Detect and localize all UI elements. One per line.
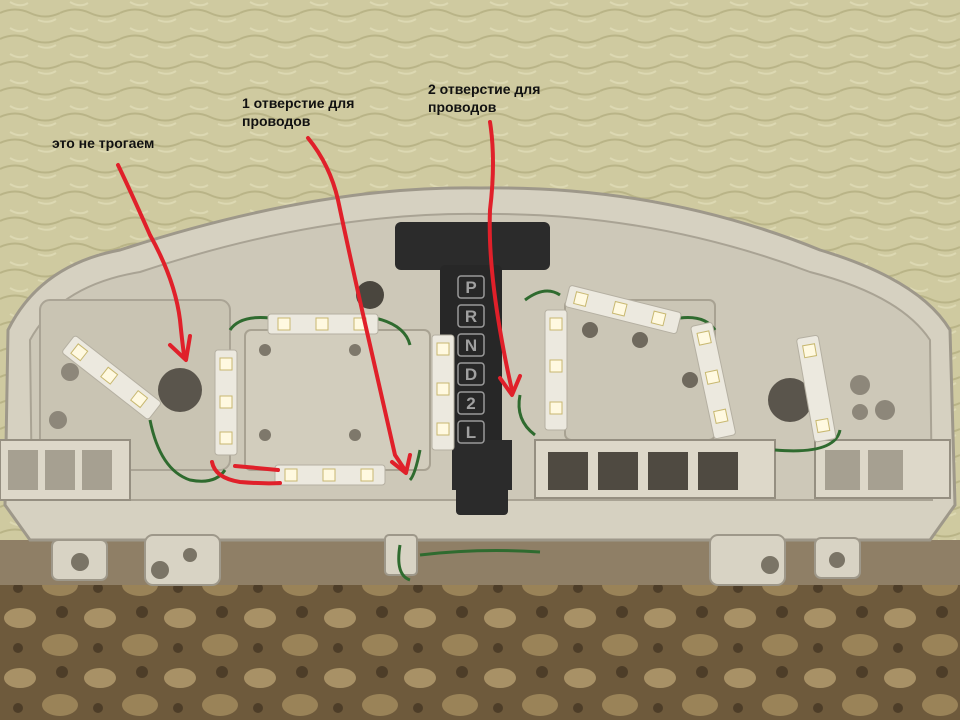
arrow-left-strip <box>210 460 282 486</box>
screw-hole <box>259 429 271 441</box>
screw-hole <box>349 429 361 441</box>
screw-hole <box>259 344 271 356</box>
mount-hole <box>829 552 845 568</box>
gear-label-d: D <box>465 365 477 384</box>
mount-hole <box>183 548 197 562</box>
screw-boss <box>875 400 895 420</box>
left-gauge-hole <box>158 368 202 412</box>
screw-boss <box>49 411 67 429</box>
top-black-plate <box>395 222 550 270</box>
mount-hole <box>761 556 779 574</box>
screw-hole <box>682 372 698 388</box>
center-gauge-hole <box>356 281 384 309</box>
arrow-head <box>390 453 412 475</box>
led-strip <box>62 335 161 420</box>
arrow-left-strip <box>233 464 280 472</box>
connector-slot <box>45 450 75 490</box>
annotation-no-touch: это не трогаем <box>52 135 155 151</box>
mount-hole <box>71 553 89 571</box>
connector-slot <box>598 452 638 490</box>
mount-tab <box>384 534 418 576</box>
connector-slot <box>698 452 738 490</box>
led-strip <box>796 334 837 443</box>
connector-slot <box>82 450 112 490</box>
led-strip <box>690 322 736 440</box>
annotation-hole-2-line-2: проводов <box>428 99 497 115</box>
gear-label-n: N <box>465 336 477 355</box>
annotation-arrows <box>116 120 522 486</box>
arrow-to-hole-1 <box>306 136 407 472</box>
mount-hole <box>151 561 169 579</box>
connector-slot <box>648 452 688 490</box>
gear-label-p: P <box>465 278 476 297</box>
green-wires <box>148 289 842 582</box>
connector-slot <box>825 450 860 490</box>
screw-hole <box>349 344 361 356</box>
annotation-hole-1-line-2: проводов <box>242 113 311 129</box>
arrow-to-left-area <box>116 163 186 357</box>
gear-label-r: R <box>465 307 477 326</box>
screw-boss <box>850 375 870 395</box>
led-strip <box>274 464 386 486</box>
annotation-hole-1-line-1: 1 отверстие для <box>242 95 355 111</box>
arrow-to-hole-2 <box>487 120 514 392</box>
connector-slot <box>548 452 588 490</box>
screw-boss <box>852 404 868 420</box>
led-strip <box>214 349 238 456</box>
connector-slot <box>868 450 903 490</box>
arrow-head <box>498 374 522 397</box>
gear-label-l: L <box>466 423 476 442</box>
gear-selector-strip: P R N D 2 L <box>440 265 512 515</box>
screw-boss <box>61 363 79 381</box>
screw-hole <box>632 332 648 348</box>
annotation-hole-2-line-1: 2 отверстие для <box>428 81 541 97</box>
led-strip <box>431 334 455 451</box>
connector-slot <box>8 450 38 490</box>
gear-label-2: 2 <box>466 394 475 413</box>
led-strip <box>544 309 568 431</box>
right-gauge-hole <box>768 378 812 422</box>
arrow-head <box>168 334 192 362</box>
center-compartment <box>244 329 431 471</box>
led-strip <box>267 313 379 335</box>
screw-hole <box>582 322 598 338</box>
led-strip <box>564 285 682 335</box>
fabric-tablecloth <box>0 585 960 720</box>
